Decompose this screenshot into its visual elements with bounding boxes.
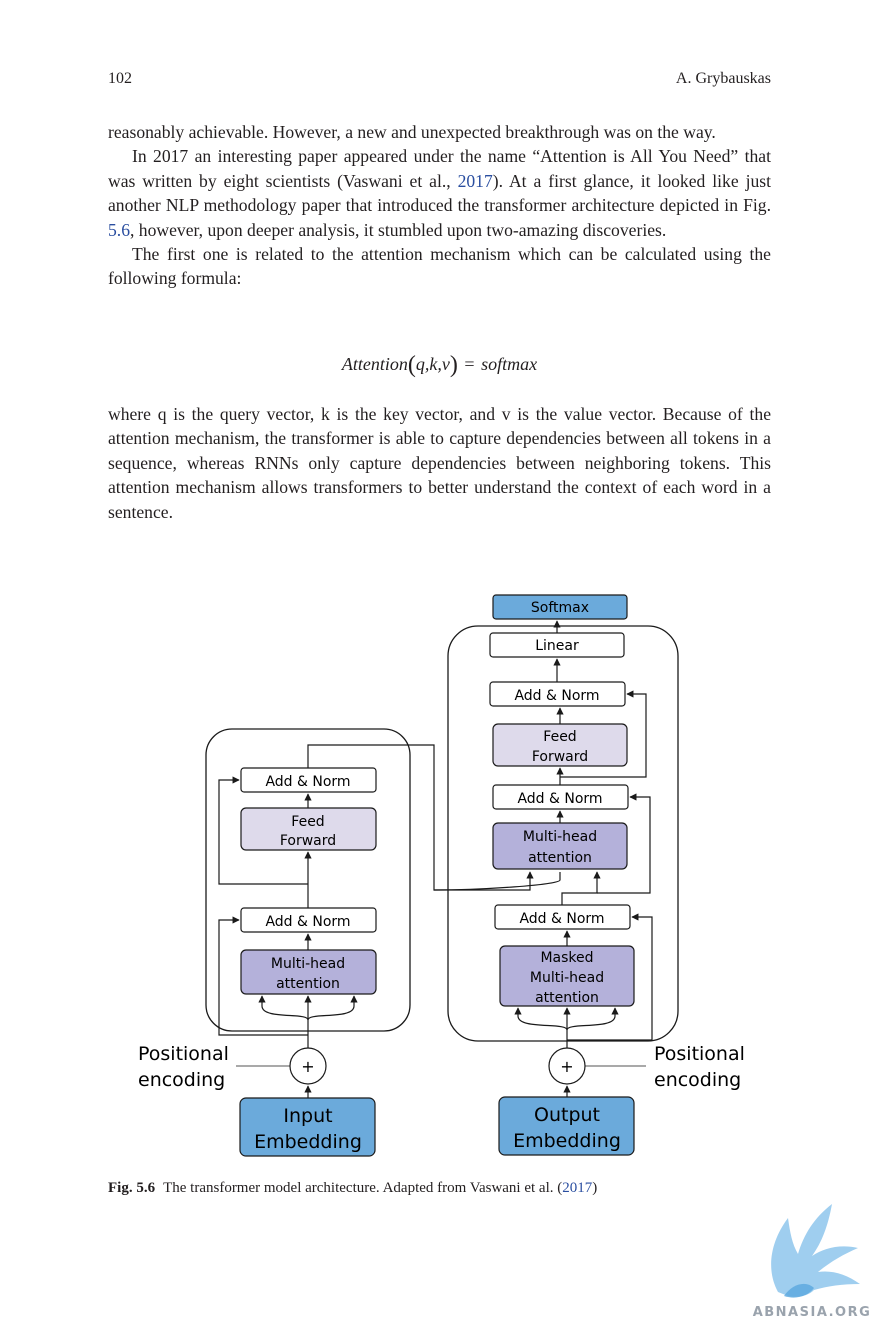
paragraph-4: where q is the query vector, k is the ke… xyxy=(108,404,771,522)
attention-formula: Attention(q,k,v) = softmax xyxy=(341,352,538,378)
output-embedding-box xyxy=(498,1096,635,1156)
svg-text:encoding: encoding xyxy=(138,1069,225,1091)
body-text-bottom: where q is the query vector, k is the ke… xyxy=(108,402,771,524)
svg-text:attention: attention xyxy=(528,850,592,866)
svg-text:Multi-head: Multi-head xyxy=(523,829,597,845)
encoder-add-norm-2-label: Add & Norm xyxy=(265,774,350,790)
svg-text:+: + xyxy=(560,1057,573,1076)
decoder-positional-label: Positional xyxy=(654,1043,745,1065)
encoder-positional-label: Positional xyxy=(138,1043,229,1065)
figure-link[interactable]: 5.6 xyxy=(108,219,130,240)
svg-text:Add & Norm: Add & Norm xyxy=(514,688,599,704)
watermark-logo: ABNASIA.ORG xyxy=(748,1200,876,1322)
paragraph-3: The first one is related to the attentio… xyxy=(108,244,771,289)
svg-text:Output: Output xyxy=(534,1104,600,1126)
input-embedding-box xyxy=(239,1097,376,1157)
svg-text:Multi-head: Multi-head xyxy=(271,956,345,972)
svg-text:Linear: Linear xyxy=(535,638,579,654)
figure-label: Fig. 5.6 xyxy=(108,1180,156,1196)
svg-text:Embedding: Embedding xyxy=(254,1131,362,1153)
running-head: 102 A. Grybauskas xyxy=(108,70,771,92)
running-author: A. Grybauskas xyxy=(675,70,771,87)
citation-link[interactable]: 2017 xyxy=(457,170,493,191)
caption-citation-link[interactable]: 2017 xyxy=(562,1180,593,1196)
svg-text:Forward: Forward xyxy=(280,833,336,849)
svg-text:Add & Norm: Add & Norm xyxy=(517,791,602,807)
watermark-text: ABNASIA.ORG xyxy=(753,1305,872,1320)
svg-text:Multi-head: Multi-head xyxy=(530,970,604,986)
svg-text:Add & Norm: Add & Norm xyxy=(519,911,604,927)
transformer-diagram: Add & Norm Feed Forward Add & Norm Multi… xyxy=(120,585,760,1180)
decoder-block xyxy=(447,625,679,1042)
svg-text:Forward: Forward xyxy=(532,749,588,765)
svg-text:attention: attention xyxy=(276,976,340,992)
svg-text:Masked: Masked xyxy=(540,950,593,966)
svg-text:Input: Input xyxy=(283,1105,332,1127)
svg-text:Feed: Feed xyxy=(291,814,324,830)
svg-text:Softmax: Softmax xyxy=(531,600,589,616)
svg-text:Embedding: Embedding xyxy=(513,1130,621,1152)
encoder-add-norm-1-label: Add & Norm xyxy=(265,914,350,930)
paragraph-1: reasonably achievable. However, a new an… xyxy=(108,122,716,142)
softmax-box xyxy=(492,594,628,620)
bird-icon xyxy=(771,1204,860,1297)
svg-text:attention: attention xyxy=(535,990,599,1006)
paragraph-2: In 2017 an interesting paper appeared un… xyxy=(108,146,771,240)
svg-text:encoding: encoding xyxy=(654,1069,741,1091)
svg-text:+: + xyxy=(301,1057,314,1076)
body-text-top: reasonably achievable. However, a new an… xyxy=(108,120,771,291)
svg-text:Feed: Feed xyxy=(543,729,576,745)
page-number: 102 xyxy=(108,70,132,87)
